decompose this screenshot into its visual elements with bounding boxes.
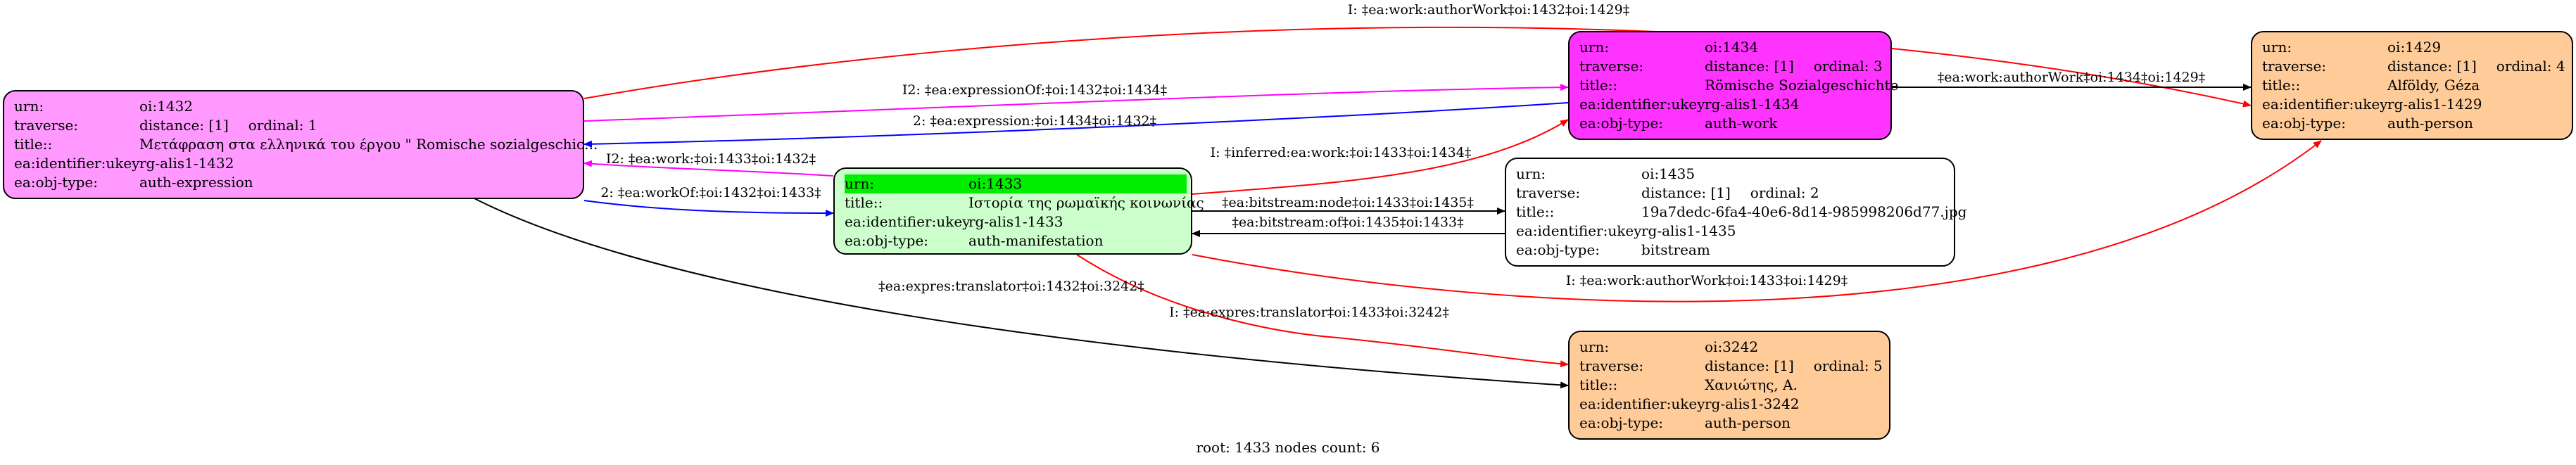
node-oi-1429[interactable]: urn: oi:1429 traverse: distance: [1] ordina… (2251, 31, 2573, 140)
ukey-label: ea:identifier:ukey (1579, 96, 1705, 113)
title-label: title:: (845, 194, 883, 211)
ordinal-value: ordinal: 1 (248, 117, 317, 134)
urn-label: urn: (14, 98, 44, 115)
title-value: Χανιώτης, Α. (1705, 376, 1798, 393)
traverse-label: traverse: (1516, 184, 1581, 201)
edge-work-1433-1432 (583, 160, 834, 177)
urn-label: urn: (845, 174, 968, 193)
ukey-value: rg-alis1-1435 (1641, 222, 1736, 239)
distance-value: distance: [1] (1641, 184, 1731, 201)
edge-label-expression-1434-1432: 2: ‡ea:expression:‡oi:1434‡oi:1432‡ (913, 113, 1156, 129)
edge-label-authorwork-1433-1429: I: ‡ea:work:authorWork‡oi:1433‡oi:1429‡ (1566, 273, 1848, 288)
node-oi-3242[interactable]: urn: oi:3242 traverse: distance: [1] ordina… (1568, 331, 1890, 440)
title-value: Ιστορία της ρωμαϊκής κοινωνίας (968, 194, 1204, 211)
title-label: title:: (14, 136, 53, 153)
distance-value: distance: [1] (1705, 58, 1794, 75)
edge-translator-1432-3242 (471, 196, 1569, 389)
type-label: ea:obj-type: (1516, 241, 1600, 258)
type-label: ea:obj-type: (14, 174, 99, 191)
type-value: bitstream (1641, 241, 1710, 258)
ordinal-value: ordinal: 2 (1750, 184, 1819, 201)
distance-value: distance: [1] (2387, 58, 2477, 75)
urn-value: oi:1432 (139, 98, 194, 115)
type-value: auth-person (1705, 414, 1791, 431)
edge-label-translator-1432-3242: ‡ea:expres:translator‡oi:1432‡oi:3242‡ (878, 279, 1144, 294)
edge-label-bitstreamnode-1433-1435: ‡ea:bitstream:node‡oi:1433‡oi:1435‡ (1222, 195, 1474, 210)
graph-footer: root: 1433 nodes count: 6 (1196, 439, 1380, 456)
type-label: ea:obj-type: (1579, 414, 1664, 431)
traverse-label: traverse: (1579, 357, 1644, 374)
type-label: ea:obj-type: (845, 232, 929, 249)
edge-label-authorwork-1432-1429: I: ‡ea:work:authorWork‡oi:1432‡oi:1429‡ (1348, 2, 1629, 18)
type-value: auth-manifestation (968, 232, 1104, 249)
type-label: ea:obj-type: (2262, 115, 2347, 132)
edge-expression-1434-1432 (583, 102, 1569, 148)
edge-label-bitstreamof-1435-1433: ‡ea:bitstream:of‡oi:1435‡oi:1433‡ (1232, 215, 1463, 230)
edge-label-workof-1432-1433: 2: ‡ea:workOf:‡oi:1432‡oi:1433‡ (600, 185, 821, 200)
type-value: auth-work (1705, 115, 1778, 132)
edge-workof-1432-1433 (583, 200, 834, 217)
title-value: Μετάφραση στα ελληνικά του έργου " Romis… (139, 136, 598, 153)
ukey-label: ea:identifier:ukey (14, 155, 140, 172)
ukey-label: ea:identifier:ukey (1579, 395, 1705, 412)
ordinal-value: ordinal: 3 (1813, 58, 1883, 75)
urn-label: urn: (1516, 165, 1546, 182)
edge-label-translator-1433-3242: I: ‡ea:expres:translator‡oi:1433‡oi:3242… (1169, 305, 1449, 320)
edge-label-work-1433-1432: I2: ‡ea:work:‡oi:1433‡oi:1432‡ (606, 151, 816, 167)
node-oi-1433[interactable]: urn:oi:1433 title::Ιστορία της ρωμαϊκής … (833, 167, 1204, 255)
edge-authorwork-1433-1429 (1192, 140, 2322, 302)
ukey-label: ea:identifier:ukey (1516, 222, 1642, 239)
urn-value: oi:1434 (1705, 39, 1759, 56)
type-value: auth-expression (139, 174, 253, 191)
ukey-label: ea:identifier:ukey (2262, 96, 2388, 113)
ukey-value: rg-alis1-1432 (139, 155, 234, 172)
distance-value: distance: [1] (1705, 357, 1794, 374)
ukey-label: ea:identifier:ukey (845, 213, 971, 230)
ukey-value: rg-alis1-1434 (1705, 96, 1800, 113)
type-value: auth-person (2387, 115, 2473, 132)
title-label: title:: (1579, 77, 1618, 94)
urn-label: urn: (1579, 338, 1610, 355)
node-oi-1432[interactable]: urn: oi:1432 traverse: distance: [1] ordina… (3, 90, 598, 199)
urn-label: urn: (1579, 39, 1610, 56)
urn-value: oi:1435 (1641, 165, 1696, 182)
urn-label: urn: (2262, 39, 2292, 56)
urn-value: oi:1433 (968, 174, 1187, 193)
edge-translator-1433-3242 (1076, 254, 1569, 368)
traverse-label: traverse: (14, 117, 79, 134)
urn-value: oi:1429 (2387, 39, 2442, 56)
title-label: title:: (2262, 77, 2301, 94)
traverse-label: traverse: (2262, 58, 2327, 75)
node-oi-1435[interactable]: urn: oi:1435 traverse: distance: [1] ordina… (1505, 158, 1966, 267)
ukey-value: rg-alis1-3242 (1705, 395, 1800, 412)
edge-authorwork-1432-1429 (583, 26, 2252, 108)
ukey-value: rg-alis1-1429 (2387, 96, 2482, 113)
traverse-label: traverse: (1579, 58, 1644, 75)
distance-value: distance: [1] (139, 117, 229, 134)
edge-inferred-1433-1434 (1192, 119, 1569, 195)
ordinal-value: ordinal: 4 (2496, 58, 2565, 75)
edge-label-authorwork-1434-1429: ‡ea:work:authorWork‡oi:1434‡oi:1429‡ (1938, 70, 2205, 85)
title-value: Alföldy, Géza (2387, 77, 2480, 94)
edge-label-expressionof-1432-1434: I2: ‡ea:expressionOf:‡oi:1432‡oi:1434‡ (902, 82, 1167, 98)
edge-label-inferred-1433-1434: I: ‡inferred:ea:work:‡oi:1433‡oi:1434‡ (1211, 145, 1472, 160)
title-label: title:: (1579, 376, 1618, 393)
edge-expressionof-1432-1434 (583, 84, 1569, 122)
ordinal-value: ordinal: 5 (1813, 357, 1883, 374)
node-oi-1434[interactable]: urn: oi:1434 traverse: distance: [1] ordina… (1568, 31, 1898, 140)
ukey-value: rg-alis1-1433 (968, 213, 1063, 230)
title-value: 19a7dedc-6fa4-40e6-8d14-985998206d77.jpg (1641, 203, 1967, 220)
urn-value: oi:3242 (1705, 338, 1759, 355)
type-label: ea:obj-type: (1579, 115, 1664, 132)
title-label: title:: (1516, 203, 1555, 220)
title-value: Römische Sozialgeschichte (1705, 77, 1899, 94)
